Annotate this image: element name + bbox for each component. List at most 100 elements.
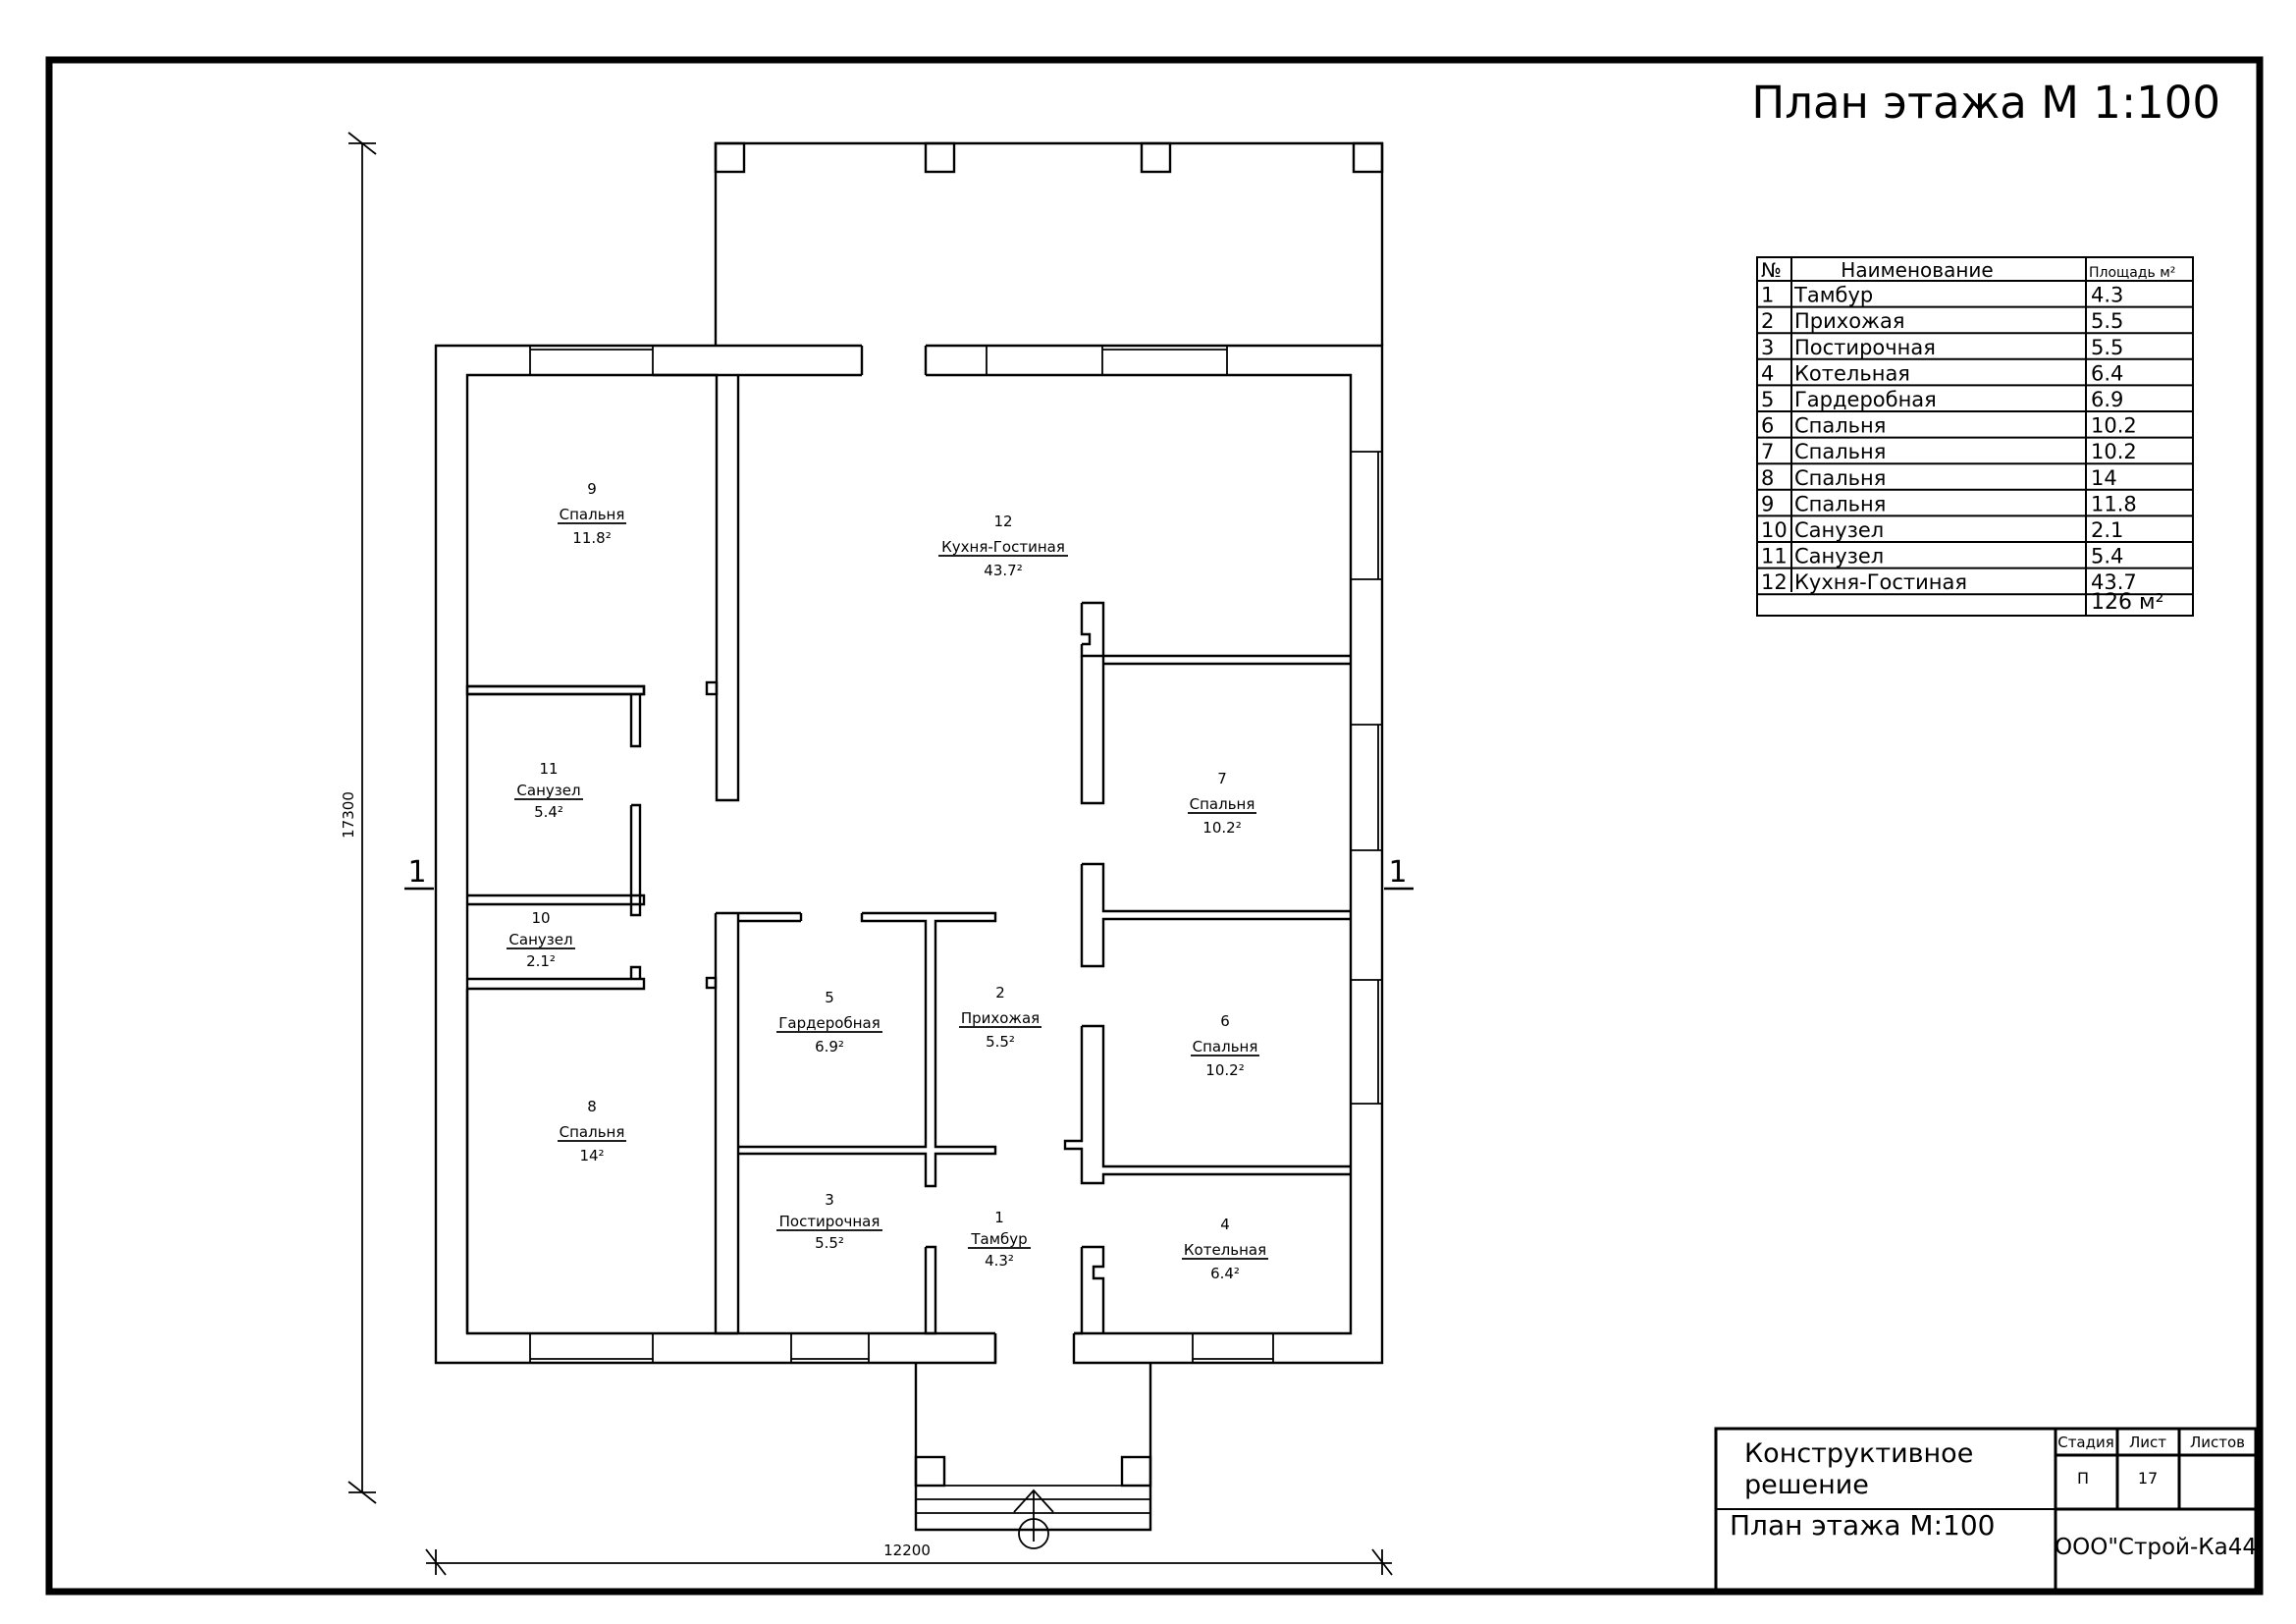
sheets-header: Листов <box>2190 1434 2245 1451</box>
interior-wall <box>467 893 646 906</box>
exterior-wall-inner <box>465 373 995 1335</box>
table-cell-num: 1 <box>1761 284 1774 307</box>
interior-wall <box>705 680 719 696</box>
room-area: 10.2² <box>1202 819 1241 837</box>
table-cell-area: 11.8 <box>2091 492 2137 515</box>
table-cell-name: Спальня <box>1794 440 1886 463</box>
room-name: Спальня <box>560 1123 625 1141</box>
title-block: Конструктивное решение План этажа М:100 … <box>1714 1427 2258 1594</box>
room-number: 6 <box>1220 1012 1230 1030</box>
interior-wall <box>714 913 738 1335</box>
section-mark-right: 1 <box>1388 855 1407 890</box>
room-name: Прихожая <box>961 1009 1040 1027</box>
room-number: 8 <box>587 1098 597 1115</box>
room-label: 11 Санузел 5.4² <box>514 760 583 821</box>
table-border <box>1756 256 2194 617</box>
table-cell-name: Санузел <box>1794 518 1884 542</box>
stage-header: Стадия <box>2057 1434 2114 1451</box>
room-area: 2.1² <box>526 952 556 970</box>
exterior-wall <box>926 344 1384 1365</box>
table-header-name: Наименование <box>1841 258 1993 282</box>
table-cell-name: Спальня <box>1794 466 1886 490</box>
table-cell-num: 12 <box>1761 570 1788 594</box>
terrace-post <box>714 141 746 174</box>
sheet-title: План этажа М 1:100 <box>1751 77 2220 129</box>
table-cell-name: Тамбур <box>1793 284 1873 307</box>
terrace-post <box>924 141 956 174</box>
room-area: 11.8² <box>572 529 611 547</box>
room-number: 2 <box>995 984 1005 1001</box>
room-area: 6.9² <box>815 1038 844 1056</box>
room-name: Гардеробная <box>778 1014 880 1032</box>
table-cell-area: 10.2 <box>2091 440 2137 463</box>
floor-plan: 17300 12200 1 1 <box>340 132 1414 1576</box>
interior-wall <box>1082 601 1351 658</box>
porch-post <box>1120 1455 1152 1488</box>
interior-wall <box>1080 603 1092 646</box>
room-name: Спальня <box>560 506 625 523</box>
room-label: 1 Тамбур 4.3² <box>968 1209 1031 1270</box>
terrace-post <box>1352 141 1384 174</box>
room-area: 10.2² <box>1205 1061 1244 1079</box>
room-label: 2 Прихожая 5.5² <box>959 984 1041 1051</box>
room-number: 7 <box>1217 770 1227 787</box>
table-cell-area: 5.5 <box>2091 309 2123 333</box>
table-cell-num: 10 <box>1761 518 1788 542</box>
interior-wall <box>1080 644 1103 658</box>
room-number: 1 <box>994 1209 1004 1226</box>
room-name: Постирочная <box>779 1213 881 1230</box>
interior-wall <box>1082 1024 1351 1168</box>
room-label: 9 Спальня 11.8² <box>558 480 626 547</box>
room-area: 5.5² <box>986 1033 1015 1051</box>
room-labels: 9 Спальня 11.8² 12 Кухня-Гостиная 43.7² … <box>507 480 1268 1282</box>
table-cell-num: 6 <box>1761 414 1774 438</box>
table-cell-area: 5.5 <box>2091 336 2123 359</box>
room-name: Котельная <box>1184 1241 1266 1259</box>
table-cell-num: 3 <box>1761 336 1774 359</box>
room-number: 3 <box>825 1191 834 1209</box>
interior-wall <box>1082 1245 1105 1333</box>
interior-wall <box>705 976 718 990</box>
room-area: 43.7² <box>984 562 1022 579</box>
table-cell-area: 5.4 <box>2091 545 2123 568</box>
table-cell-num: 2 <box>1761 309 1774 333</box>
interior-wall <box>738 913 928 1149</box>
terrace-post <box>1140 141 1172 174</box>
sheet-value: 17 <box>2138 1469 2158 1488</box>
room-number: 12 <box>993 513 1012 530</box>
room-label: 4 Котельная 6.4² <box>1182 1216 1268 1282</box>
interior-wall <box>1080 656 1105 805</box>
table-cell-num: 7 <box>1761 440 1774 463</box>
table-cell-num: 11 <box>1761 545 1788 568</box>
table-header-num: № <box>1761 258 1782 282</box>
room-number: 11 <box>539 760 558 778</box>
room-name: Тамбур <box>970 1230 1027 1248</box>
table-rows <box>1757 280 2193 596</box>
porch-post <box>914 1455 946 1488</box>
interior-wall <box>738 911 997 1188</box>
sheet-header: Лист <box>2129 1434 2166 1451</box>
room-label: 7 Спальня 10.2² <box>1188 770 1256 837</box>
table-cell-num: 4 <box>1761 361 1774 385</box>
room-number: 4 <box>1220 1216 1230 1233</box>
room-area: 14² <box>579 1147 604 1164</box>
table-cell-name: Кухня-Гостиная <box>1794 570 1967 594</box>
interior-wall <box>1074 1247 1084 1335</box>
section-name-line2: решение <box>1744 1470 1869 1500</box>
table-cell-area: 6.4 <box>2091 361 2123 385</box>
table-total: 126 м² <box>2091 590 2163 615</box>
room-label: 6 Спальня 10.2² <box>1191 1012 1259 1079</box>
interior-wall <box>629 965 642 979</box>
sheet-frame <box>45 56 2264 1596</box>
interior-wall <box>629 803 642 917</box>
table-cell-num: 5 <box>1761 388 1774 411</box>
room-name: Санузел <box>516 782 580 799</box>
interior-wall <box>1082 862 1351 913</box>
room-name: Спальня <box>1193 1038 1258 1056</box>
interior-wall <box>1063 1026 1351 1185</box>
exterior-wall-inner <box>926 373 1353 1335</box>
table-cell-area: 6.9 <box>2091 388 2123 411</box>
room-label: 8 Спальня 14² <box>558 1098 626 1164</box>
